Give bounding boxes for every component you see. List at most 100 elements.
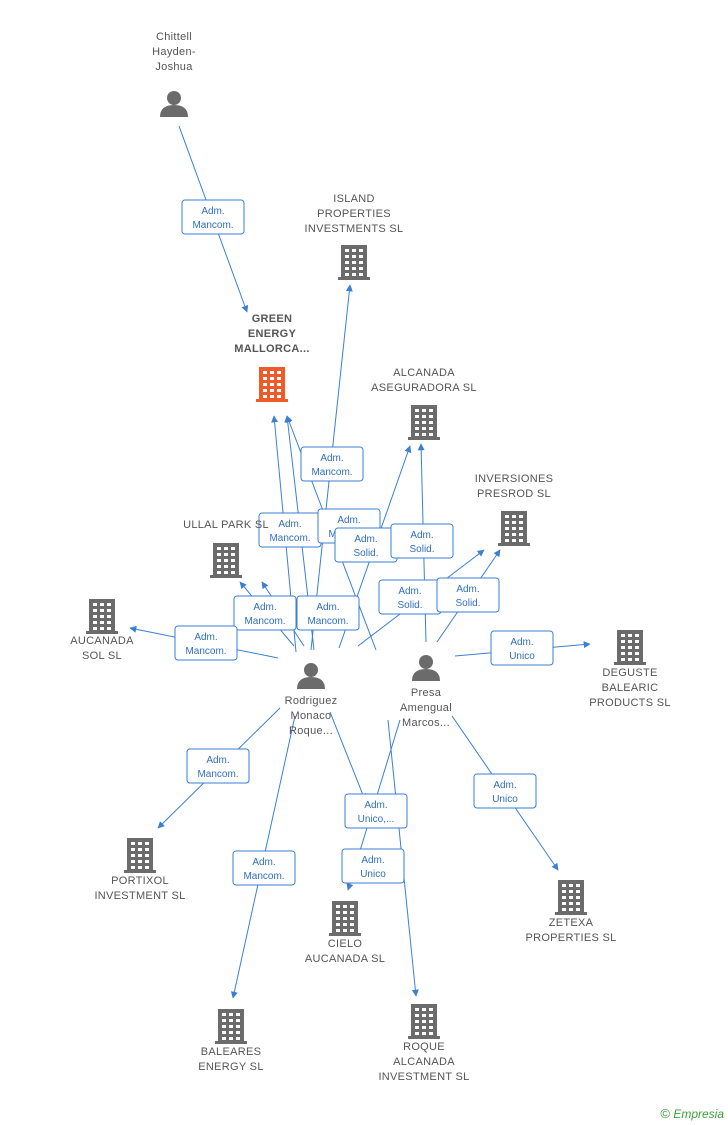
brand-name: Empresia xyxy=(673,1107,724,1121)
node-label: Roque... xyxy=(289,725,333,737)
role-label-r10[interactable]: Adm.Mancom. xyxy=(296,595,360,631)
role-box xyxy=(233,595,297,631)
node-label: Marcos... xyxy=(402,717,450,729)
node-label: Amengual xyxy=(400,702,452,714)
role-text: Unico xyxy=(360,869,386,880)
role-box xyxy=(490,630,554,666)
node-island[interactable]: ISLAND PROPERTIES INVESTMENTS SL xyxy=(305,193,404,280)
node-label: AUCANADA SL xyxy=(305,953,385,965)
role-label-r2[interactable]: Adm. Mancom. xyxy=(300,446,364,482)
node-label: MALLORCA... xyxy=(234,343,309,355)
node-rodriguez[interactable]: RodriguezMonacoRoque... xyxy=(285,663,338,737)
role-label-r9[interactable]: Adm.Solid. xyxy=(436,577,500,613)
role-text: Mancom. xyxy=(185,646,226,657)
role-text: Adm. xyxy=(410,530,433,541)
node-label: PROPERTIES xyxy=(317,208,391,220)
role-label-r13[interactable]: Adm.Unico xyxy=(490,630,554,666)
role-box xyxy=(436,577,500,613)
node-label: INVERSIONES xyxy=(475,473,554,485)
building-icon xyxy=(614,630,646,665)
role-box xyxy=(344,793,408,829)
role-label-r5[interactable]: Adm. Solid. xyxy=(334,527,398,563)
copyright-symbol: © xyxy=(660,1106,670,1121)
role-box xyxy=(174,625,238,661)
role-label-r1[interactable]: Adm.Mancom. xyxy=(181,199,245,235)
role-text: Adm. xyxy=(354,534,377,545)
role-label-r17[interactable]: Adm. Unico xyxy=(341,848,405,884)
node-label: INVESTMENTS SL xyxy=(305,223,404,235)
node-green[interactable]: GREEN ENERGY MALLORCA... xyxy=(234,313,309,402)
node-label: PRODUCTS SL xyxy=(589,697,671,709)
node-label: DEGUSTE xyxy=(602,667,657,679)
role-label-r16[interactable]: Adm. Unico,... xyxy=(344,793,408,829)
node-label: PORTIXOL xyxy=(111,875,169,887)
role-text: Unico xyxy=(509,651,535,662)
role-label-r11[interactable]: Adm.Mancom. xyxy=(174,625,238,661)
node-label: INVESTMENT SL xyxy=(94,890,185,902)
role-label-r14[interactable]: Adm.Mancom. xyxy=(232,850,296,886)
building-icon xyxy=(256,367,288,402)
role-label-r8[interactable]: Adm.Solid. xyxy=(378,579,442,615)
building-icon xyxy=(215,1009,247,1044)
node-deguste[interactable]: DEGUSTE BALEARIC PRODUCTS SL xyxy=(589,630,671,709)
person-icon xyxy=(297,663,325,689)
node-label: ISLAND xyxy=(333,193,375,205)
node-label: ENERGY xyxy=(248,328,297,340)
brand-footer[interactable]: © Empresia xyxy=(660,1106,724,1121)
role-text: Solid. xyxy=(409,544,434,555)
role-text: Mancom. xyxy=(197,769,238,780)
role-text: Mancom. xyxy=(307,616,348,627)
building-icon xyxy=(555,880,587,915)
node-portixol[interactable]: PORTIXOL INVESTMENT SL xyxy=(94,838,185,902)
node-label: Hayden- xyxy=(152,46,196,58)
role-text: Adm. xyxy=(364,800,387,811)
role-text: Mancom. xyxy=(269,533,310,544)
role-label-r18[interactable]: Adm. Mancom. xyxy=(186,748,250,784)
role-box xyxy=(186,748,250,784)
node-label: ASEGURADORA SL xyxy=(371,382,477,394)
role-text: Adm. xyxy=(361,855,384,866)
role-text: Unico xyxy=(492,794,518,805)
role-text: Adm. xyxy=(493,780,516,791)
building-icon xyxy=(498,511,530,546)
role-label-r6[interactable]: Adm. Solid. xyxy=(390,523,454,559)
building-icon xyxy=(86,599,118,634)
role-box xyxy=(181,199,245,235)
building-icon xyxy=(124,838,156,873)
role-text: Adm. xyxy=(206,755,229,766)
role-text: Unico,... xyxy=(358,814,395,825)
role-text: Solid. xyxy=(353,548,378,559)
node-label: Presa xyxy=(411,687,442,699)
role-labels: Adm. Mancom. Adm. Mancom. Adm. Mancom. Adm. Man… xyxy=(174,199,554,886)
role-box xyxy=(300,446,364,482)
node-label: ULLAL PARK SL xyxy=(183,519,269,531)
role-label-r7[interactable]: Adm.Mancom. xyxy=(233,595,297,631)
building-icon xyxy=(408,405,440,440)
node-label: BALEARIC xyxy=(602,682,659,694)
node-label: Joshua xyxy=(155,61,193,73)
node-label: ENERGY SL xyxy=(198,1061,263,1073)
role-text: Adm. xyxy=(320,453,343,464)
node-ullal[interactable]: ULLAL PARK SL xyxy=(183,519,269,578)
node-label: GREEN xyxy=(252,313,293,325)
role-text: Mancom. xyxy=(243,871,284,882)
role-label-r15[interactable]: Adm. Unico xyxy=(473,773,537,809)
role-text: Mancom. xyxy=(244,616,285,627)
role-text: Adm. xyxy=(337,515,360,526)
role-box xyxy=(232,850,296,886)
building-icon xyxy=(210,543,242,578)
node-label: AUCANADA xyxy=(70,635,134,647)
edge-16 xyxy=(329,711,366,801)
node-label: Chittell xyxy=(156,31,192,43)
role-text: Mancom. xyxy=(311,467,352,478)
node-presa[interactable]: PresaAmengualMarcos... xyxy=(400,655,452,729)
